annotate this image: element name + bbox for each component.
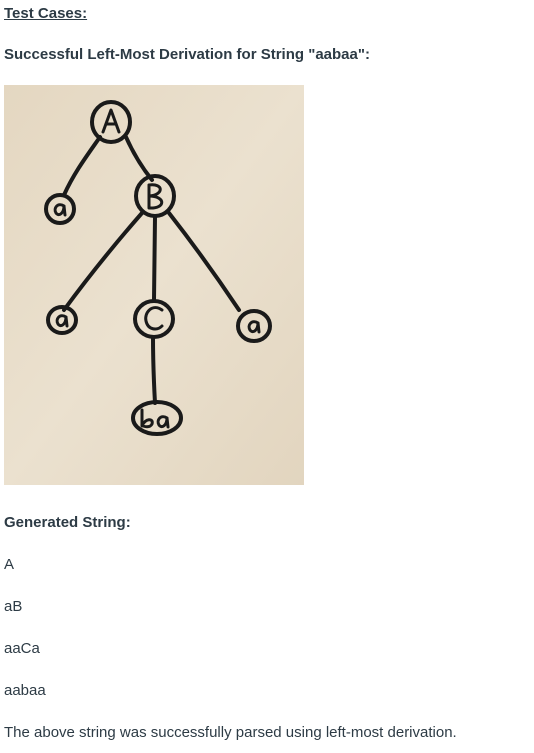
derivation-step: aabaa — [4, 682, 46, 699]
node-A — [90, 100, 132, 144]
derivation-step: A — [4, 556, 15, 573]
test-cases-heading: Test Cases: — [4, 5, 88, 22]
node-a-left — [44, 193, 76, 225]
parse-tree-image — [4, 85, 304, 485]
node-C — [133, 299, 175, 339]
node-B — [134, 174, 176, 218]
generated-string-heading: Generated String: — [4, 514, 131, 531]
conclusion-text: The above string was successfully parsed… — [4, 724, 457, 741]
tree-nodes — [44, 100, 272, 436]
node-a-bottom-left — [46, 305, 78, 335]
derivation-heading: Successful Left-Most Derivation for Stri… — [4, 46, 370, 63]
node-a-right — [236, 309, 272, 343]
tree-labels — [53, 108, 261, 429]
node-ba — [131, 400, 183, 436]
derivation-step: aaCa — [4, 640, 40, 657]
tree-edges — [62, 135, 241, 405]
derivation-step: aB — [4, 598, 23, 615]
